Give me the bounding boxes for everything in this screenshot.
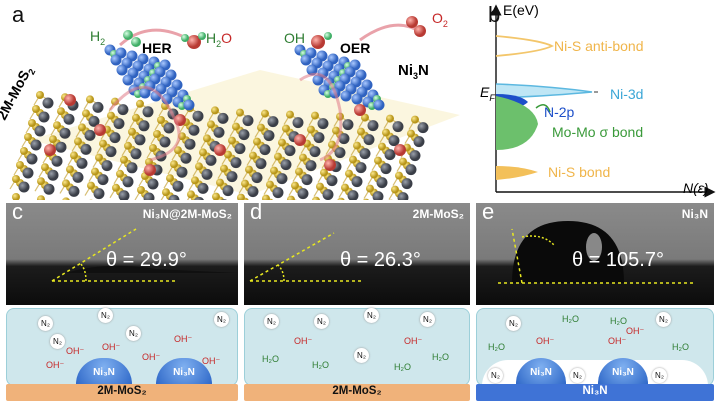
h2o-molecule: H₂O xyxy=(488,342,505,352)
n2-bubble: N₂ xyxy=(38,316,53,331)
panel-c-letter: c xyxy=(12,199,23,224)
oh-ion: OH⁻ xyxy=(174,334,193,344)
ni3n-substrate-e: Ni₃N xyxy=(476,384,714,401)
label-n-2p: N-2p xyxy=(544,104,575,120)
oh-ion: OH⁻ xyxy=(102,342,121,352)
oh-ion: OH⁻ xyxy=(142,352,161,362)
n2-bubble: N₂ xyxy=(314,314,329,329)
dos-diagram xyxy=(490,4,716,198)
label-oer: OER xyxy=(340,40,371,56)
h2o-molecule: H₂O xyxy=(432,352,449,362)
axis-energy: E(eV) xyxy=(503,2,539,18)
photo-d-title: 2M-MoS₂ xyxy=(412,207,464,221)
h2o-molecule: H₂O xyxy=(562,314,579,324)
oh-ion: OH⁻ xyxy=(404,336,423,346)
h2o-molecule: H₂O xyxy=(262,354,279,364)
n2-bubble: N₂ xyxy=(570,368,585,383)
scheme-e: N₂ N₂ N₂ N₂ N₂ OH⁻ OH⁻ OH⁻ H₂O H₂O H₂O H… xyxy=(476,308,714,401)
label-h2: H2 xyxy=(90,28,106,47)
oh-ion: OH⁻ xyxy=(202,356,221,366)
n2-bubble: N₂ xyxy=(488,368,503,383)
fermi-label: EF xyxy=(480,84,495,103)
axis-dos: N(ε) xyxy=(683,180,709,196)
n2-bubble: N₂ xyxy=(652,368,667,383)
label-ni-s-bond: Ni-S bond xyxy=(548,164,611,180)
label-her: HER xyxy=(142,40,172,56)
oh-ion: OH⁻ xyxy=(626,326,645,336)
oh-ion: OH⁻ xyxy=(66,346,85,356)
n2-bubble: N₂ xyxy=(364,308,379,323)
h2o-molecule: H₂O xyxy=(672,342,689,352)
angle-lines-d xyxy=(249,232,364,282)
panel-a-illustration xyxy=(9,16,460,200)
photo-e-title: Ni₃N xyxy=(681,207,708,221)
label-ni3n-material: Ni3N xyxy=(398,62,429,81)
n2-bubble: N₂ xyxy=(98,308,113,323)
oh-ion: OH⁻ xyxy=(608,336,627,346)
panel-a-letter: a xyxy=(12,2,25,27)
contact-angle-photo-e: e Ni₃N θ = 105.7° xyxy=(476,199,714,305)
oh-ion: OH⁻ xyxy=(46,360,65,370)
n2-bubble: N₂ xyxy=(214,312,229,327)
mos2-substrate-c: 2M-MoS₂ xyxy=(6,384,238,401)
oh-ion: OH⁻ xyxy=(294,336,313,346)
n2-bubble: N₂ xyxy=(656,312,671,327)
oh-ion: OH⁻ xyxy=(536,336,555,346)
h2o-molecule: H₂O xyxy=(312,360,329,370)
contact-angle-photo-c: c Ni₃N@2M-MoS₂ θ = 29.9° xyxy=(6,199,238,305)
droplet-e xyxy=(498,221,696,284)
n2-bubble: N₂ xyxy=(506,316,521,331)
contact-angle-photo-d: d 2M-MoS₂ θ = 26.3° xyxy=(244,199,470,305)
label-o2: O2 xyxy=(432,10,448,29)
scheme-c: N₂ N₂ N₂ N₂ N₂ OH⁻ OH⁻ OH⁻ OH⁻ OH⁻ OH⁻ N… xyxy=(6,308,238,401)
n2-bubble: N₂ xyxy=(420,312,435,327)
label-ni-3d: Ni-3d xyxy=(610,86,644,102)
n2-bubble: N₂ xyxy=(50,334,65,349)
mos2-substrate-d: 2M-MoS₂ xyxy=(244,384,470,401)
panel-d-letter: d xyxy=(250,199,263,224)
scheme-d: N₂ N₂ N₂ N₂ N₂ OH⁻ OH⁻ H₂O H₂O H₂O H₂O 2… xyxy=(244,308,470,401)
label-oh: OH xyxy=(284,30,305,46)
angle-value-c: θ = 29.9° xyxy=(106,249,187,271)
photo-c-title: Ni₃N@2M-MoS₂ xyxy=(142,207,232,221)
angle-value-d: θ = 26.3° xyxy=(340,249,421,271)
n2-bubble: N₂ xyxy=(264,314,279,329)
h2o-molecule: H₂O xyxy=(610,316,627,326)
n2-bubble: N₂ xyxy=(354,348,369,363)
label-ni-s-antibond: Ni-S anti-bond xyxy=(554,38,644,54)
label-mo-mo-bond: Mo-Mo σ bond xyxy=(552,124,644,140)
panel-e-letter: e xyxy=(482,199,495,224)
n2-bubble: N₂ xyxy=(126,326,141,341)
h2o-molecule: H₂O xyxy=(394,362,411,372)
label-h2o: H2O xyxy=(206,30,233,49)
angle-lines-c xyxy=(51,228,238,282)
angle-value-e: θ = 105.7° xyxy=(572,249,664,271)
